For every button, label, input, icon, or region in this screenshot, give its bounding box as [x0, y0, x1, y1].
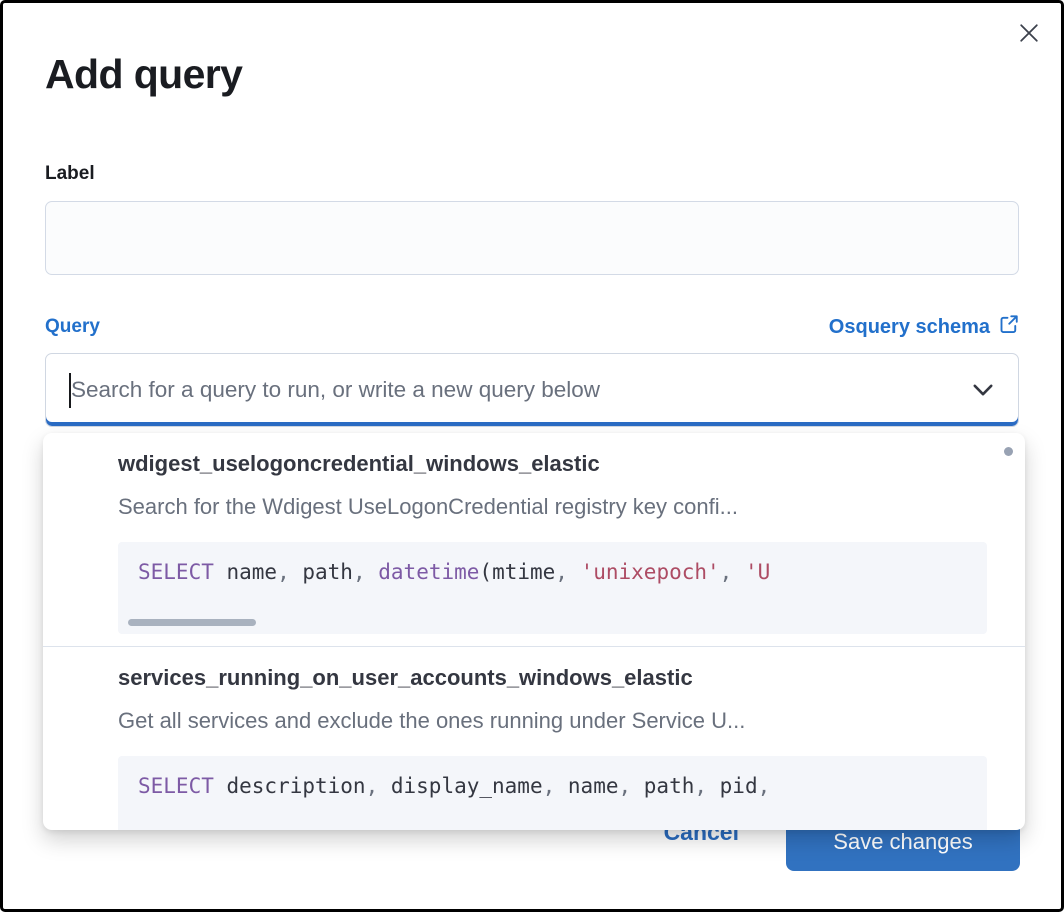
option-sql-preview: SELECT name, path, datetime(mtime, 'unix… [118, 542, 987, 634]
query-combobox[interactable] [45, 353, 1019, 427]
osquery-schema-link[interactable]: Osquery schema [829, 314, 1019, 340]
label-input[interactable] [45, 201, 1019, 275]
query-option-wdigest[interactable]: wdigest_uselogoncredential_windows_elast… [43, 433, 1025, 634]
query-field-label: Query [45, 316, 100, 337]
option-sql-preview: SELECT description, display_name, name, … [118, 756, 987, 830]
vertical-scrollbar-thumb[interactable] [1004, 447, 1013, 456]
query-field-header: Query Osquery schema [45, 314, 1019, 340]
query-options-listbox: wdigest_uselogoncredential_windows_elast… [43, 433, 1025, 830]
query-option-services[interactable]: services_running_on_user_accounts_window… [43, 647, 1025, 830]
option-description: Search for the Wdigest UseLogonCredentia… [118, 494, 738, 519]
query-search-input[interactable] [46, 354, 971, 426]
option-divider [43, 646, 1025, 647]
chevron-down-icon[interactable] [971, 378, 995, 402]
option-title: wdigest_uselogoncredential_windows_elast… [118, 451, 600, 476]
horizontal-scrollbar-thumb[interactable] [128, 619, 256, 626]
close-button[interactable] [1013, 18, 1045, 50]
osquery-schema-link-label: Osquery schema [828, 315, 990, 338]
modal-title: Add query [45, 51, 243, 97]
text-cursor [69, 373, 71, 408]
option-title: services_running_on_user_accounts_window… [118, 665, 693, 690]
close-icon [1016, 20, 1042, 49]
option-description: Get all services and exclude the ones ru… [118, 708, 746, 733]
external-link-icon [999, 314, 1019, 340]
label-field-label: Label [45, 163, 95, 184]
